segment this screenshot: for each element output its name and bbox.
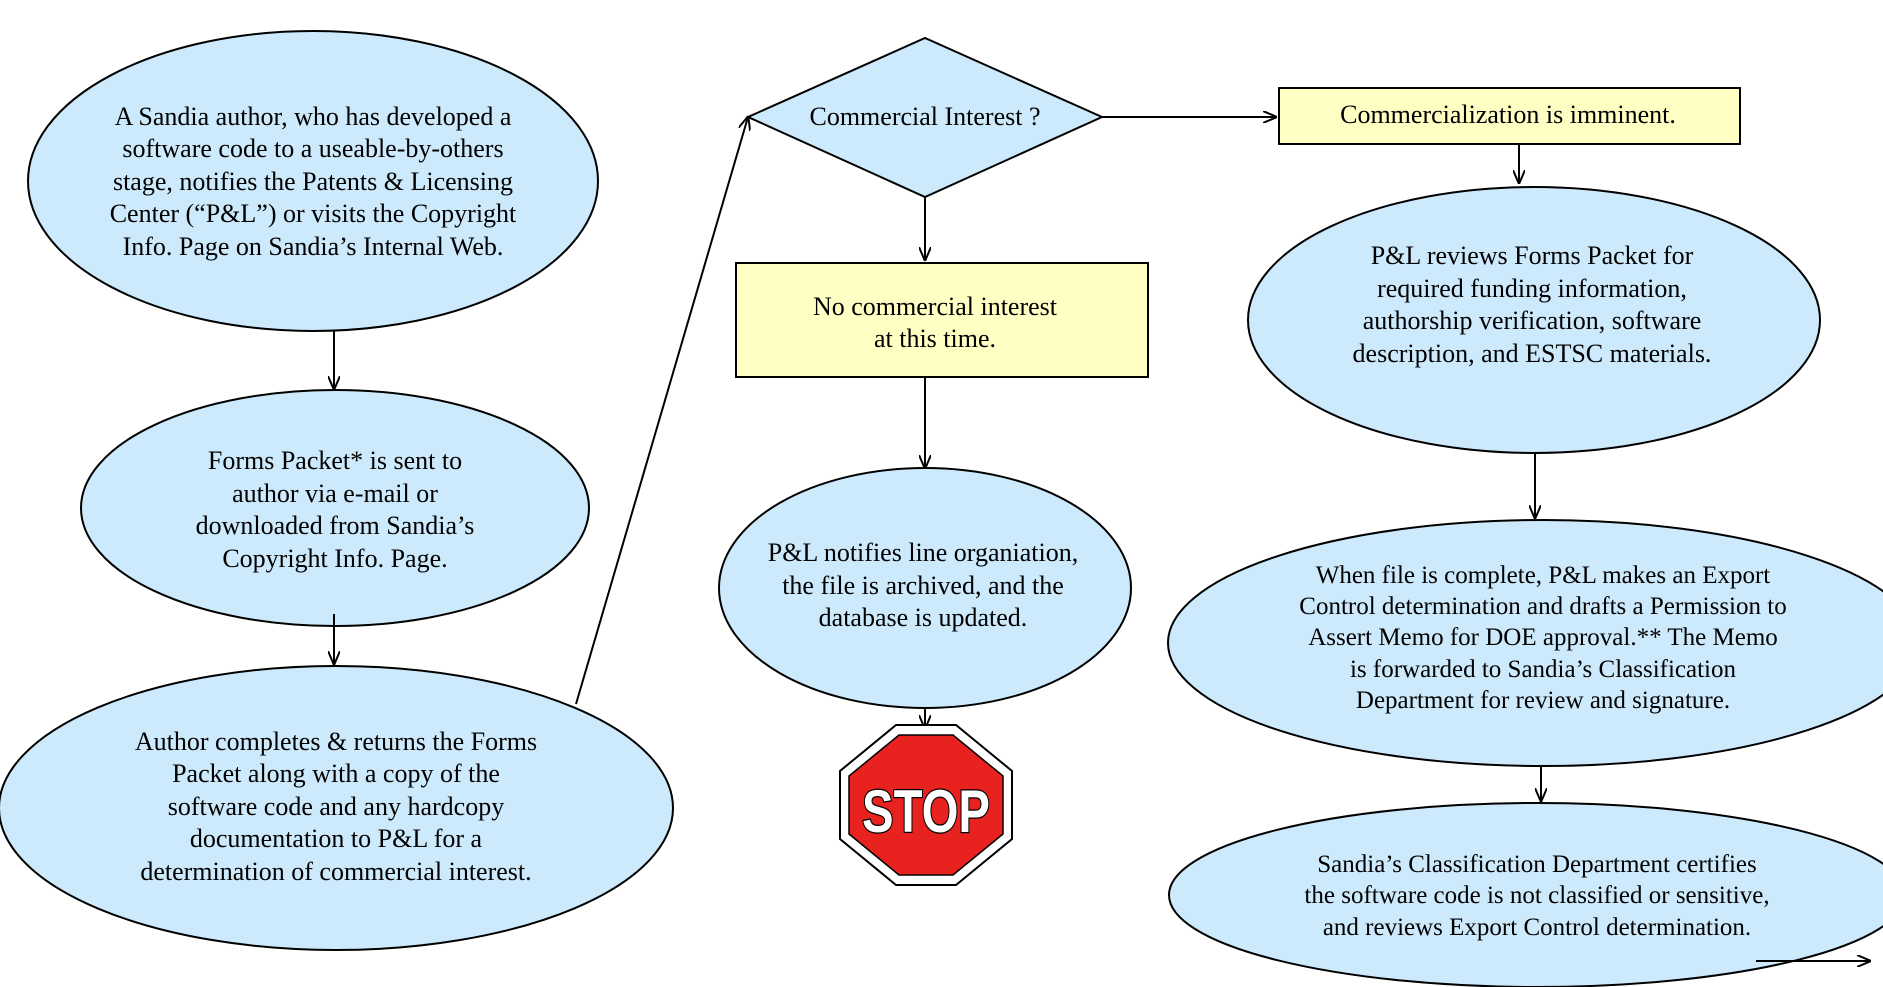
commercialization-box — [1278, 87, 1741, 145]
decision-text: Commercial Interest ? — [809, 101, 1041, 131]
classification-ellipse — [1168, 802, 1883, 987]
arrow-author-to-decision — [575, 117, 748, 705]
notifies-text: P&L notifies line organiation, the file … — [767, 538, 1079, 633]
stop-sign: STOP — [839, 724, 1013, 886]
commercialization-text: Commercialization is imminent. — [1340, 99, 1676, 129]
no-interest-text: No commercial interest at this time. — [812, 291, 1058, 354]
export-control-text: When file is complete, P&L makes an Expo… — [1299, 561, 1787, 714]
stop-sign-text: STOP — [862, 778, 990, 845]
start-ellipse — [27, 30, 599, 332]
reviews-text: P&L reviews Forms Packet for required fu… — [1352, 241, 1712, 368]
export-control-ellipse — [1167, 519, 1883, 767]
classification-text: Sandia’s Classification Department certi… — [1304, 851, 1770, 941]
forms-packet-text: Forms Packet* is sent to author via e-ma… — [195, 446, 475, 573]
start-text: A Sandia author, who has developed a sof… — [109, 101, 517, 261]
author-completes-ellipse — [0, 665, 674, 951]
no-interest-box — [735, 262, 1149, 378]
author-completes-text: Author completes & returns the Forms Pac… — [134, 726, 538, 886]
